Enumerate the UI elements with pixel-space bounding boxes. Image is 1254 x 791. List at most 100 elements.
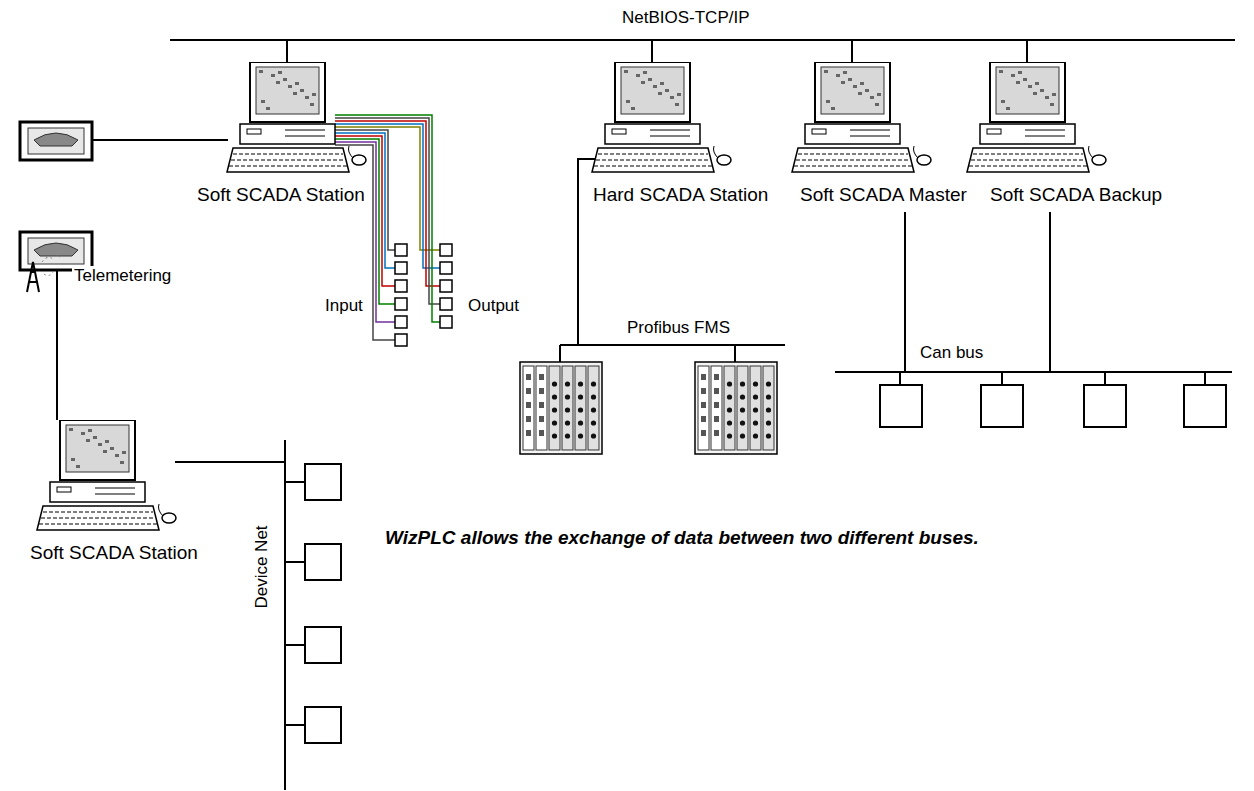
station-label: Soft SCADA Backup [990, 184, 1162, 206]
drawing-stroke [310, 103, 314, 106]
drawing-stroke [591, 381, 596, 386]
drawing-stroke [526, 430, 531, 436]
drop-line [286, 40, 288, 62]
drawing-stroke [103, 450, 107, 453]
can-device [981, 385, 1023, 427]
can-device [1184, 385, 1226, 427]
drawing-stroke [1045, 96, 1049, 99]
drawing-stroke [552, 394, 557, 399]
drawing-stroke [612, 129, 626, 134]
drawing-stroke [753, 394, 758, 399]
drawing-stroke [565, 420, 570, 425]
drawing-stroke [740, 381, 745, 386]
drawing-stroke [552, 407, 557, 412]
drawing-stroke [549, 366, 560, 450]
drawing-stroke [50, 482, 145, 502]
drawing-stroke [714, 388, 719, 394]
drawing-stroke [578, 420, 583, 425]
devicenet-device [305, 707, 341, 743]
drawing-stroke [727, 381, 732, 386]
drawing-stroke [526, 402, 531, 408]
drawing-stroke [250, 62, 325, 122]
drawing-stroke [1025, 130, 1065, 131]
drawing-stroke [969, 166, 1087, 167]
drawing-stroke [875, 103, 879, 106]
drawing-stroke [641, 81, 645, 84]
drawing-stroke [660, 82, 664, 85]
drawing-stroke [701, 416, 706, 422]
drawing-stroke [122, 451, 126, 454]
drawing-stroke [658, 92, 662, 95]
drawing-stroke [256, 67, 319, 114]
drawing-stroke [636, 74, 640, 77]
drawing-stroke [227, 148, 349, 172]
drawing-stroke [794, 166, 912, 167]
drawing-stroke [526, 416, 531, 422]
drawing-stroke [650, 136, 690, 137]
drawing-stroke [120, 461, 124, 464]
drawing-stroke [740, 433, 745, 438]
drawing-stroke [1023, 78, 1027, 81]
computer-station: Soft SCADA Backup [965, 62, 1162, 206]
drawing-stroke [605, 124, 700, 144]
drawing-stroke [162, 513, 176, 523]
drawing-stroke [624, 70, 628, 73]
drawing-stroke [853, 85, 857, 88]
drawing-stroke [76, 465, 80, 468]
ethernet-bus [170, 39, 1235, 41]
drawing-stroke [714, 146, 719, 158]
drawing-stroke [796, 160, 910, 161]
drawing-stroke [266, 107, 270, 110]
drop-line [651, 40, 653, 62]
drawing-stroke [285, 130, 325, 131]
drawing-stroke [727, 420, 732, 425]
drawing-stroke [591, 433, 596, 438]
drawing-stroke [233, 154, 343, 155]
drawing-stroke [43, 512, 153, 513]
drawing-stroke [578, 433, 583, 438]
drawing-stroke [740, 407, 745, 412]
diagram-label: Input [323, 296, 365, 316]
drawing-stroke [285, 136, 325, 137]
drawing-stroke [565, 381, 570, 386]
telephone-icon [20, 122, 92, 160]
computer-icon [35, 420, 185, 538]
drawing-stroke [858, 92, 862, 95]
drawing-stroke [850, 130, 890, 131]
drawing-stroke [575, 366, 586, 450]
drop-line [1049, 212, 1051, 372]
drawing-stroke [300, 89, 304, 92]
drawing-stroke [766, 394, 771, 399]
phone-line [92, 139, 228, 141]
drawing-stroke [69, 428, 73, 431]
drawing-stroke [352, 155, 366, 165]
drawing-stroke [990, 62, 1065, 122]
drawing-stroke [698, 366, 709, 450]
drawing-stroke [1016, 81, 1020, 84]
diagram-label: Profibus FMS [625, 318, 732, 338]
drawing-stroke [766, 433, 771, 438]
drawing-stroke [841, 81, 845, 84]
drawing-stroke [539, 416, 544, 422]
drop-line [1104, 372, 1106, 385]
drawing-stroke [848, 78, 852, 81]
drop-line [285, 481, 305, 483]
drawing-stroke [1028, 85, 1032, 88]
fieldbus-link [578, 159, 595, 345]
computer-station: Soft SCADA Master [790, 62, 967, 206]
drawing-stroke [591, 420, 596, 425]
drawing-stroke [578, 381, 583, 386]
drawing-stroke [552, 420, 557, 425]
drop-line [734, 345, 736, 362]
drawing-stroke [259, 70, 263, 73]
drawing-stroke [740, 420, 745, 425]
drawing-stroke [539, 430, 544, 436]
drawing-stroke [105, 440, 109, 443]
drawing-stroke [714, 374, 719, 380]
drawing-stroke [295, 82, 299, 85]
computer-icon [590, 62, 740, 180]
drawing-stroke [996, 67, 1059, 114]
drawing-stroke [588, 366, 599, 450]
drop-line [851, 40, 853, 62]
drawing-stroke [552, 381, 557, 386]
